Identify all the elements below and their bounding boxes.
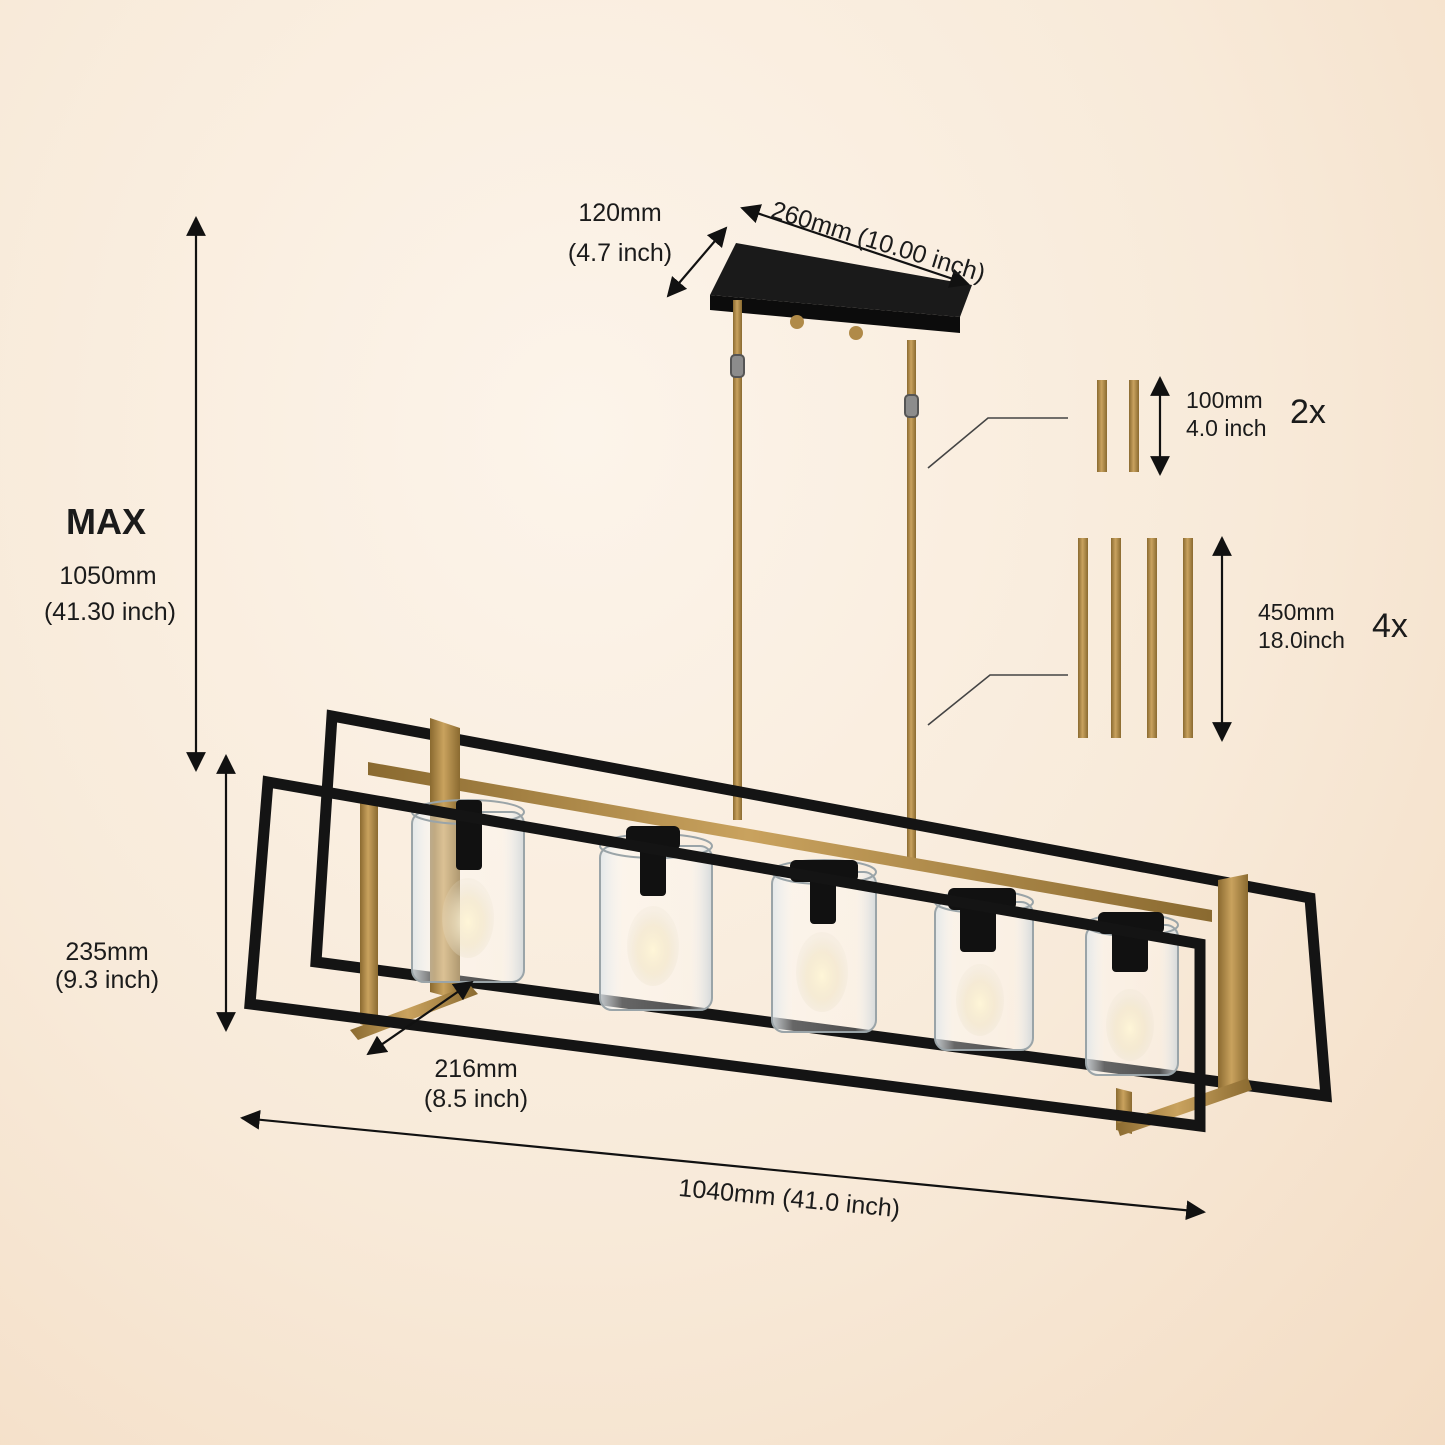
short-rods — [1097, 380, 1139, 472]
long-rods — [1078, 538, 1193, 738]
dimension-arrows — [186, 204, 1232, 1221]
max-height-in-label: (41.30 inch) — [43, 598, 177, 626]
rod-pointer-lines — [927, 417, 1068, 726]
light-3 — [771, 859, 877, 1033]
max-height-mm-label: 1050mm — [59, 562, 157, 590]
frame-height-in-label: (9.3 inch) — [54, 966, 160, 994]
canopy-width-arrow — [666, 226, 728, 298]
frame-back-black — [310, 709, 1333, 1103]
frame-depth-mm-label: 216mm — [434, 1055, 518, 1083]
long-rod-mm-label: 450mm — [1258, 599, 1335, 625]
frame-depth-in-label: (8.5 inch) — [423, 1085, 529, 1113]
canopy-width-in-label: (4.7 inch) — [567, 239, 673, 267]
short-rod-in-label: 4.0 inch — [1186, 415, 1267, 441]
light-5 — [1085, 912, 1179, 1076]
long-rod-in-label: 18.0inch — [1258, 627, 1345, 653]
frame-height-mm-label: 235mm — [65, 938, 149, 966]
canopy-length-arrow — [740, 204, 970, 288]
frame-depth-arrow — [366, 980, 474, 1056]
max-label: MAX — [66, 501, 146, 542]
hanging-rods — [730, 300, 919, 860]
light-shades — [411, 799, 1179, 1076]
short-rod-qty-label: 2x — [1290, 393, 1326, 431]
short-rod-mm-label: 100mm — [1186, 387, 1263, 413]
total-length-arrow — [240, 1109, 1206, 1221]
light-4 — [934, 888, 1034, 1051]
canopy-width-mm-label: 120mm — [578, 199, 662, 227]
long-rod-qty-label: 4x — [1372, 607, 1408, 645]
